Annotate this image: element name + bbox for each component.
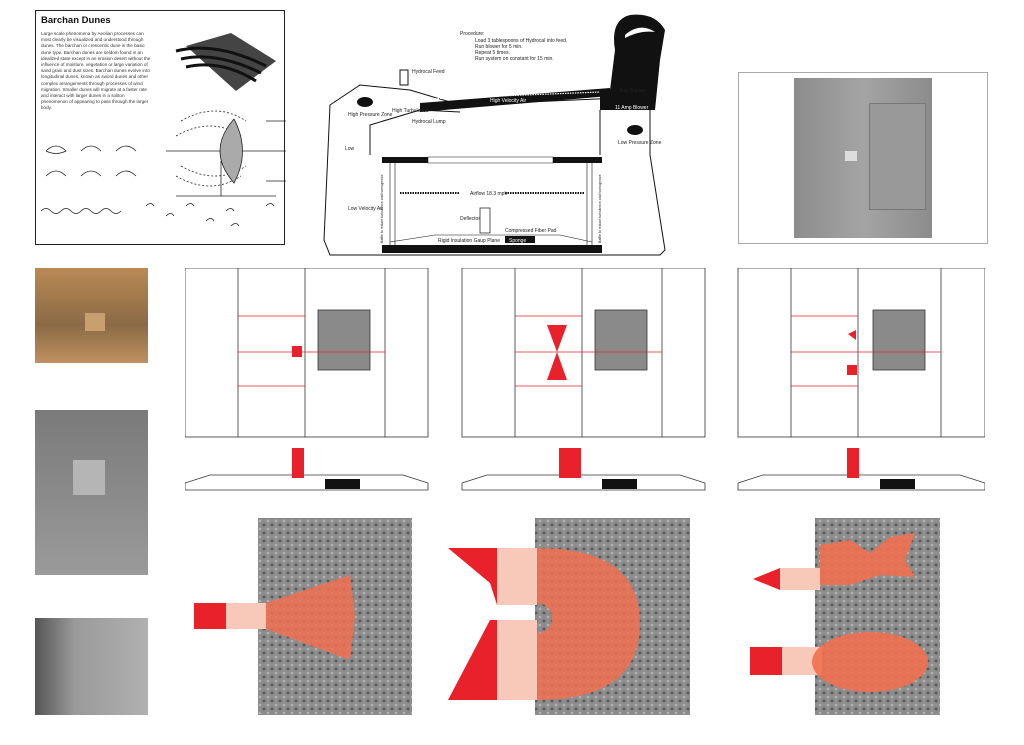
- label: High Turbulence: [392, 108, 429, 114]
- plan-view-2: [461, 268, 706, 438]
- obstacle-block: [292, 346, 302, 357]
- overlay-1: [194, 575, 355, 660]
- tunnel-base: [382, 245, 602, 253]
- label: Baffle to reduce turbulence and homogeni…: [380, 174, 384, 243]
- label: Compressed Fiber Pad: [505, 228, 557, 234]
- label: High Pressure Zone: [348, 112, 393, 118]
- blower-silhouette: [600, 14, 665, 111]
- deposit-closeup-photo: [35, 618, 148, 715]
- experiment-plans: [185, 268, 985, 491]
- label: 11 Amp Blower: [615, 105, 649, 111]
- label: Sponge: [509, 238, 526, 244]
- low-pressure-icon: [627, 125, 643, 135]
- plan-view-3: [737, 268, 985, 438]
- tunnel-top-photo: [738, 72, 988, 244]
- label: Hydrocal Feed: [412, 69, 445, 75]
- block-top-photo: [35, 410, 148, 575]
- sponge: [505, 236, 535, 243]
- label: Hydrocal Lump: [412, 119, 446, 125]
- procedure-step: Run blower for 5 min.: [475, 44, 523, 50]
- label: Rigid Insulation Gaup Plane: [438, 238, 500, 244]
- label: Low Pressure Zone: [618, 140, 662, 146]
- crescent-dune-diagram: [166, 110, 286, 197]
- panel-title: Barchan Dunes: [41, 15, 111, 26]
- label: Fan Blades: [620, 88, 646, 94]
- dune-perspective-sketch: [175, 33, 276, 91]
- obstacle-wedge: [547, 352, 567, 380]
- obstacle-point: [848, 330, 856, 340]
- high-pressure-icon: [357, 97, 373, 107]
- label: Low: [345, 146, 355, 152]
- overlay-3: [750, 533, 928, 692]
- section-views: [185, 448, 985, 491]
- overlay-2: [448, 548, 640, 700]
- dune-sketches: [40, 33, 286, 227]
- wind-tunnel-diagram: Procedure: Load 3 tablespoons of Hydroca…: [323, 14, 666, 256]
- barchan-dunes-panel: Barchan Dunes Large scale phenomena by A…: [35, 10, 286, 245]
- plan-view-1: [185, 268, 429, 438]
- procedure-step: Load 3 tablespoons of Hydrocal into feed…: [475, 38, 567, 44]
- label: High Velocity Air: [490, 98, 526, 104]
- obstacle-wedge: [547, 325, 567, 352]
- block-closeup-photo: [35, 268, 148, 363]
- procedure-title: Procedure:: [460, 31, 484, 37]
- label: Deflector: [460, 216, 480, 222]
- label: Airflow 18.3 mph: [470, 191, 507, 197]
- obstacle-block: [847, 365, 857, 375]
- procedure-step: Repeat 5 times.: [475, 50, 510, 56]
- panel-body: Large scale phenomena by Aeolian process…: [41, 31, 151, 111]
- label: Baffle to reduce turbulence and homogeni…: [598, 174, 602, 243]
- result-photos: [194, 518, 940, 715]
- procedure-step: Run system on constant for 15 min.: [475, 56, 554, 62]
- dune-evolution-sketches: [40, 145, 275, 227]
- label: Low Velocity Air: [348, 206, 383, 212]
- tunnel-outline: [323, 84, 666, 256]
